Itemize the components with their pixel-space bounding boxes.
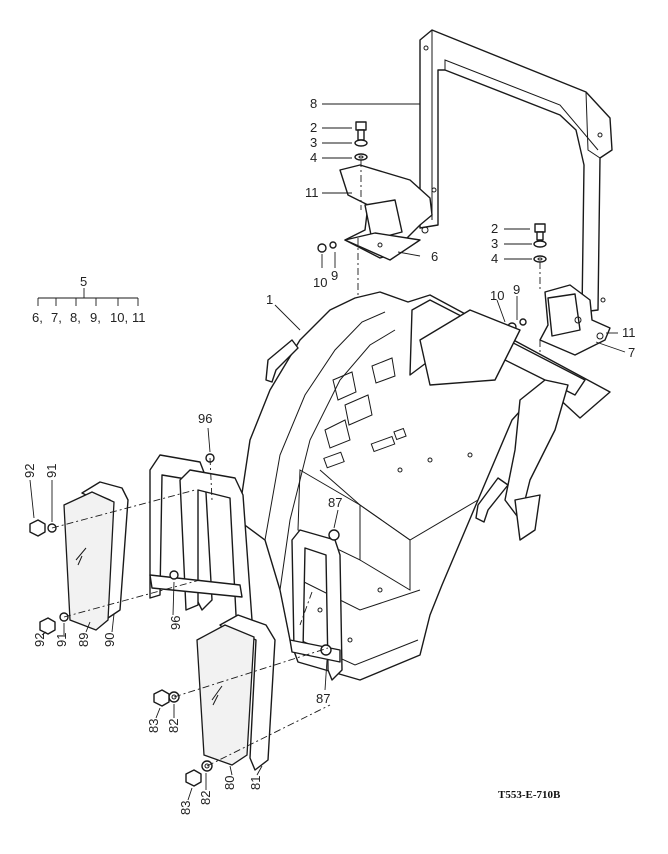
callout-83-lower: 83 [178, 801, 193, 815]
bolt-set-left [354, 121, 368, 210]
callout-3-right: 3 [491, 236, 498, 251]
callout-6: 6 [431, 249, 438, 264]
mount-bracket-left [339, 164, 433, 261]
guard-frame-upper [149, 454, 253, 629]
callout-7: 7 [628, 345, 635, 360]
callout-96-upper: 96 [198, 411, 212, 426]
kit-child-8: 8, [70, 310, 81, 325]
drawing-code: T553-E-710B [498, 789, 561, 801]
callout-3-left: 3 [310, 135, 317, 150]
mount-bracket-right [539, 284, 611, 356]
callout-11-left: 11 [305, 185, 319, 200]
leader-lines [29, 103, 626, 801]
rops-frame [419, 29, 613, 313]
callout-4-left: 4 [310, 150, 317, 165]
kit-child-7: 7, [51, 310, 62, 325]
callout-81: 81 [248, 776, 263, 790]
callout-10-left: 10 [313, 275, 327, 290]
callout-9-right: 9 [513, 282, 520, 297]
callout-5: 5 [80, 274, 87, 289]
callout-91-upper: 91 [44, 464, 59, 478]
callout-89: 89 [76, 633, 91, 647]
callout-11-right: 11 [622, 325, 636, 340]
window-upper [63, 491, 115, 631]
side-bolts [317, 241, 527, 332]
callout-labels: 8 2 3 4 11 2 3 4 9 10 6 9 10 11 7 1 5 6,… [22, 96, 636, 815]
callout-90: 90 [102, 633, 117, 647]
guard-frame-lower [289, 529, 343, 681]
bolt-set-right [533, 223, 547, 290]
callout-4-right: 4 [491, 251, 498, 266]
callout-92-lower: 92 [32, 633, 47, 647]
callout-2-left: 2 [310, 120, 317, 135]
callout-80: 80 [222, 776, 237, 790]
callout-2-right: 2 [491, 221, 498, 236]
callout-8: 8 [310, 96, 317, 111]
callout-1: 1 [266, 292, 273, 307]
callout-10-right: 10 [490, 288, 504, 303]
callout-83-upper: 83 [146, 719, 161, 733]
window-lower [196, 624, 255, 766]
callout-96-lower: 96 [168, 616, 183, 630]
callout-92-upper: 92 [22, 464, 37, 478]
nuts-washers [29, 453, 215, 787]
callout-91-lower: 91 [54, 633, 69, 647]
callout-9-left: 9 [331, 268, 338, 283]
callout-87-lower: 87 [316, 691, 330, 706]
kit-child-9: 9, [90, 310, 101, 325]
callout-87-upper: 87 [328, 495, 342, 510]
kit-child-6: 6, [32, 310, 43, 325]
kit-child-11: 11 [132, 310, 146, 325]
callout-82-upper: 82 [166, 719, 181, 733]
kit-legend [37, 288, 139, 306]
callout-82-lower: 82 [198, 791, 213, 805]
kit-child-10: 10, [110, 310, 128, 325]
